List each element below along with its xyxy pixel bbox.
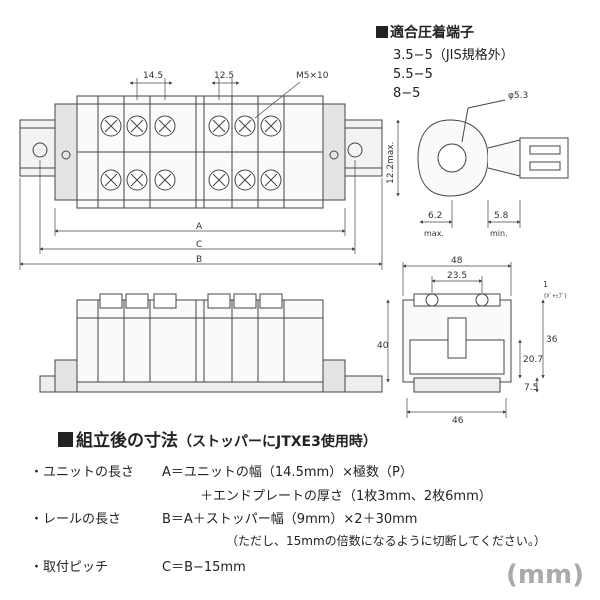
dim-20-7: 20.7 <box>523 355 543 365</box>
dim-5-8: 5.8 <box>494 211 509 221</box>
pitch-label: ・取付ピッチ <box>30 560 109 575</box>
dim-hole-dia: φ5.3 <box>508 91 528 101</box>
terminal-list: 3.5−5（JIS規格外） 5.5−5 8−5 <box>393 46 514 103</box>
rail-length-note: （ただし、15mmの倍数になるように切断してください。） <box>226 534 546 548</box>
dim-A: A <box>196 222 203 232</box>
dim-1-note: (ｷﾞｬｯﾌﾟ) <box>544 293 567 300</box>
rail-length-label: ・レールの長さ <box>30 512 122 527</box>
terminal-section-title: 適合圧着端子 <box>376 22 474 42</box>
dim-B: B <box>196 255 202 265</box>
dim-6-2: 6.2 <box>428 211 442 221</box>
top-view <box>19 95 383 209</box>
dim-40: 40 <box>377 341 389 351</box>
dim-C: C <box>196 240 202 250</box>
assembly-dimensions: 組立後の寸法（ストッパーにJTXE3使用時） <box>58 426 588 451</box>
terminal-item: 3.5−5（JIS規格外） <box>393 48 514 63</box>
terminal-item: 8−5 <box>393 86 421 101</box>
dim-lug-height: 12.2max. <box>386 141 396 184</box>
terminal-item: 5.5−5 <box>393 67 433 82</box>
rail-length-formula: B＝A＋ストッパー幅（9mm）×2＋30mm <box>162 512 418 527</box>
side-view <box>402 293 512 393</box>
crimp-terminal-drawing <box>417 99 569 197</box>
unit-length-label: ・ユニットの長さ <box>30 465 135 480</box>
dim-23-5: 23.5 <box>447 271 467 281</box>
square-bullet-icon <box>376 26 388 38</box>
screw-heads <box>100 115 282 191</box>
dim-36: 36 <box>546 335 558 345</box>
unit-label: (mm) <box>506 560 584 590</box>
square-bullet-icon <box>58 432 73 447</box>
front-view <box>39 293 383 393</box>
dim-14-5: 14.5 <box>143 71 163 81</box>
end-plate-formula: ＋エンドプレートの厚さ（1枚3mm、2枚6mm） <box>200 489 492 504</box>
dim-12-5: 12.5 <box>214 71 234 81</box>
dim-1: 1 <box>543 280 548 289</box>
dim-6-2-note: max. <box>424 229 444 238</box>
dim-7-5: 7.5 <box>524 383 538 393</box>
dim-48: 48 <box>451 256 463 266</box>
pitch-formula: C＝B−15mm <box>162 560 246 575</box>
dim-5-8-note: min. <box>490 229 508 238</box>
dim-m5: M5×10 <box>296 71 329 81</box>
dim-46: 46 <box>452 416 464 426</box>
unit-length-formula: A＝ユニットの幅（14.5mm）×極数（P） <box>162 465 413 480</box>
assembly-title: 組立後の寸法（ストッパーにJTXE3使用時） <box>58 426 588 451</box>
